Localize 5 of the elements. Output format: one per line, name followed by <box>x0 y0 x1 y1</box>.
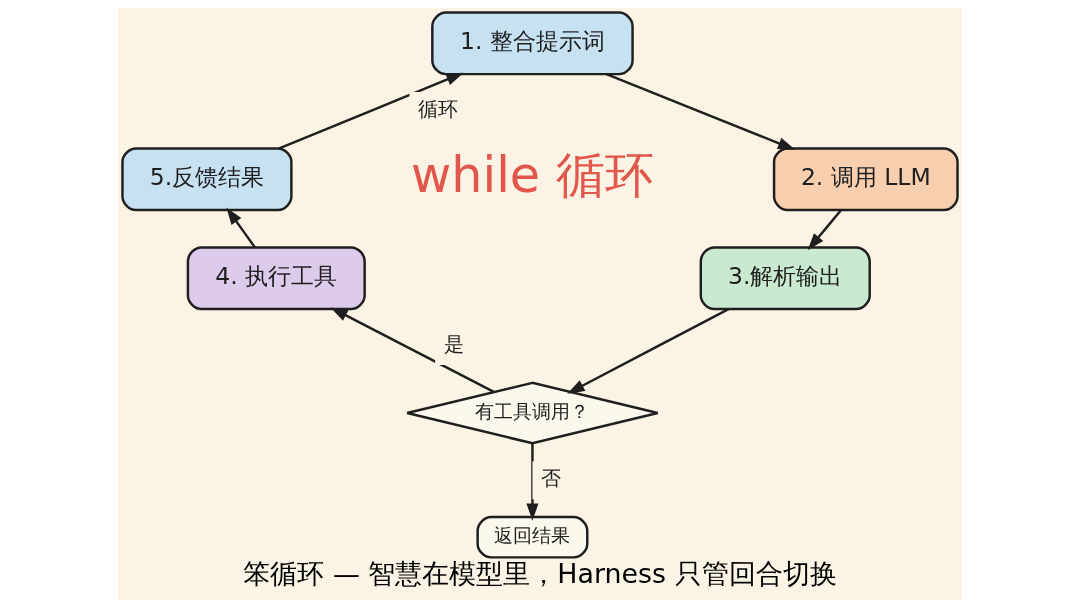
caption: 笨循环 — 智慧在模型里，Harness 只管回合切换 <box>243 558 837 590</box>
edge-label: 循环 <box>417 96 458 121</box>
label: while 循环 <box>411 145 654 204</box>
edge-label: 否 <box>540 466 561 491</box>
edge-label: 是 <box>443 331 464 356</box>
